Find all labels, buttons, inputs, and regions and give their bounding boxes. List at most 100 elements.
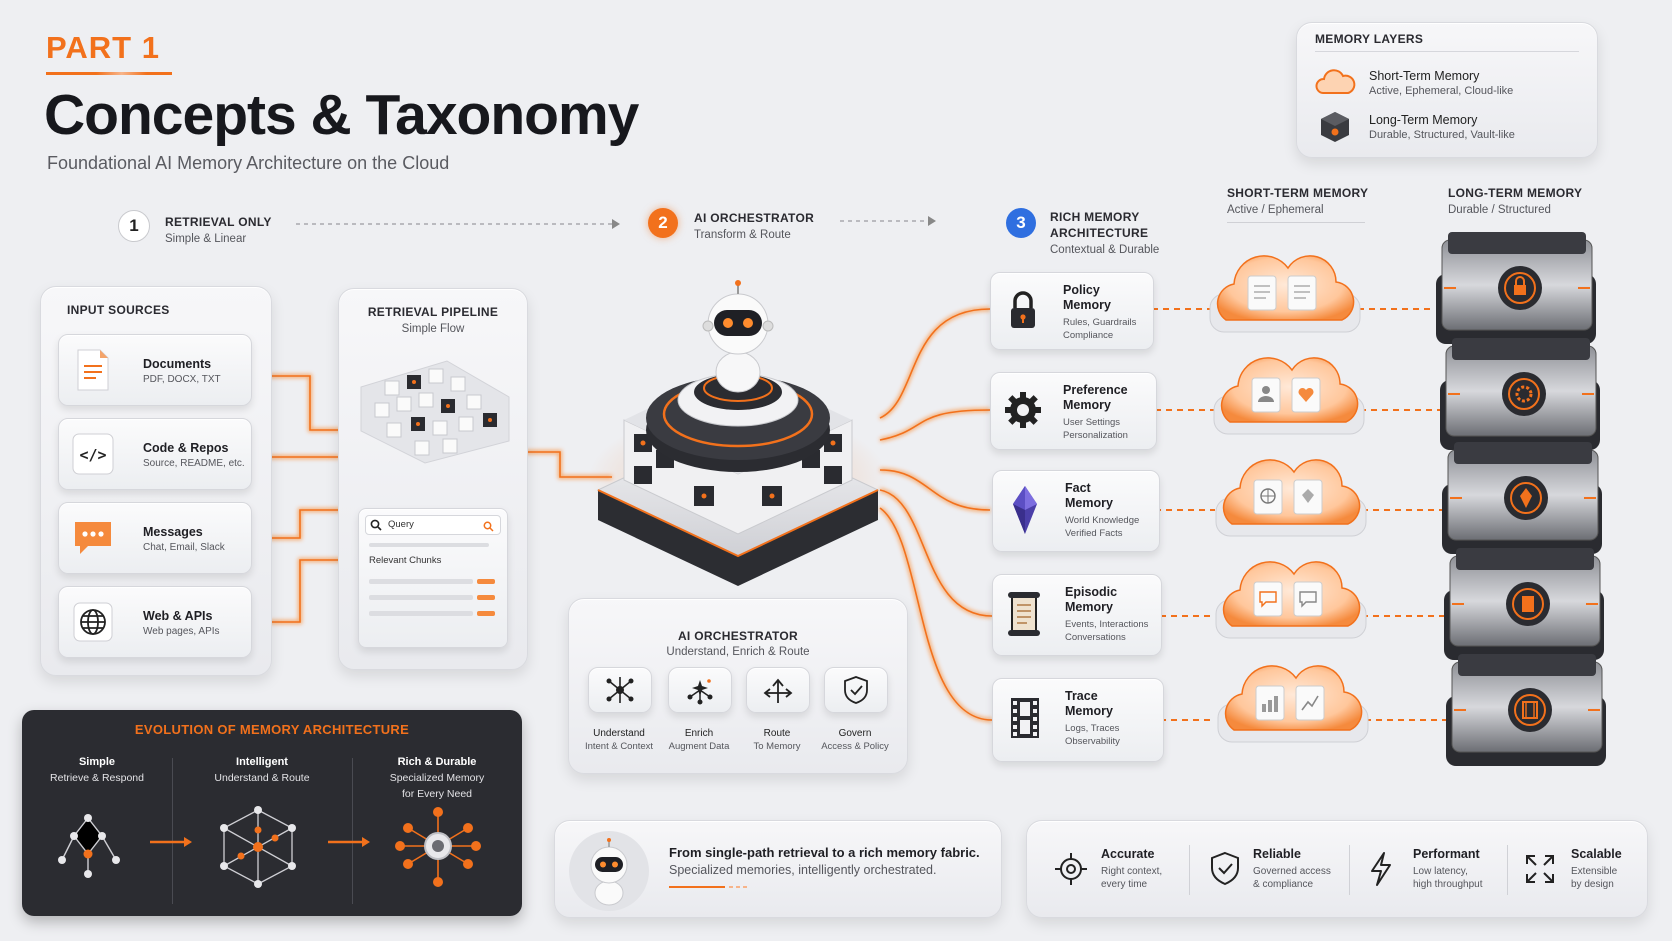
- crystal-icon: [1003, 481, 1047, 539]
- step-3-title-line2: ARCHITECTURE: [1050, 226, 1149, 240]
- orchestrator-govern[interactable]: [824, 667, 888, 713]
- long-term-header: LONG-TERM MEMORY: [1448, 186, 1583, 200]
- orchestrator-route[interactable]: [746, 667, 810, 713]
- film-icon: [1003, 691, 1047, 745]
- fact-name-line2: Memory: [1065, 496, 1113, 510]
- stage-simple-name: Simple: [78, 756, 116, 768]
- policy-desc-line1: Rules, Guardrails: [1063, 317, 1137, 328]
- evolution-title: EVOLUTION OF MEMORY ARCHITECTURE: [134, 722, 410, 737]
- network-icon: [589, 668, 651, 712]
- memory-card-fact[interactable]: Fact Memory World Knowledge Verified Fac…: [992, 470, 1160, 552]
- episodic-desc-line1: Events, Interactions: [1065, 619, 1149, 630]
- evolution-panel: EVOLUTION OF MEMORY ARCHITECTURE Simple …: [22, 710, 522, 916]
- policy-desc-line2: Compliance: [1063, 330, 1114, 341]
- step-2-title: AI ORCHESTRATOR: [694, 211, 815, 225]
- orchestrator-illustration: [588, 280, 888, 586]
- preference-name-line1: Preference: [1063, 383, 1128, 397]
- vault-fact: [1442, 442, 1602, 554]
- orchestrator-enrich[interactable]: [668, 667, 732, 713]
- policy-name-line2: Memory: [1063, 298, 1111, 312]
- route-name: Route: [763, 728, 791, 739]
- shield-icon: [1205, 849, 1245, 889]
- source-messages[interactable]: Messages Chat, Email, Slack: [58, 502, 252, 574]
- benefit-accurate-desc-line1: Right context,: [1101, 866, 1163, 877]
- orchestrator-understand[interactable]: [588, 667, 652, 713]
- preference-desc-line1: User Settings: [1063, 417, 1121, 428]
- vault-policy: [1436, 232, 1596, 344]
- summary-accent-dots: [729, 886, 747, 888]
- vault-trace: [1446, 654, 1606, 766]
- benefit-scalable-name: Scalable: [1571, 847, 1622, 861]
- lock-icon: [1001, 285, 1045, 335]
- search-input[interactable]: Query: [365, 515, 501, 535]
- orchestrator-sub: Understand, Enrich & Route: [666, 646, 810, 658]
- globe-icon: [71, 599, 115, 645]
- step-2-badge: 2: [648, 208, 678, 238]
- memory-layers-title: MEMORY LAYERS: [1315, 32, 1424, 46]
- benefit-performant-name: Performant: [1413, 847, 1480, 861]
- source-web[interactable]: Web & APIs Web pages, APIs: [58, 586, 252, 658]
- long-term-header-sub: Durable / Structured: [1448, 204, 1551, 216]
- benefit-reliable-desc-line1: Governed access: [1253, 866, 1331, 877]
- source-code[interactable]: </> Code & Repos Source, README, etc.: [58, 418, 252, 490]
- orchestrator-title: AI ORCHESTRATOR: [677, 629, 799, 643]
- sparkle-network-icon: [669, 668, 731, 712]
- benefit-divider: [1349, 845, 1350, 895]
- memory-card-preference[interactable]: Preference Memory User Settings Personal…: [990, 372, 1157, 450]
- query-bar: [369, 543, 489, 547]
- evolution-divider: [352, 758, 353, 904]
- benefit-divider: [1507, 845, 1508, 895]
- stage-rich-desc-line2: for Every Need: [401, 788, 473, 800]
- summary-sub: Specialized memories, intelligently orch…: [669, 863, 937, 877]
- source-documents-name: Documents: [143, 357, 212, 371]
- input-sources-title: INPUT SOURCES: [67, 303, 170, 317]
- chat-icon: [71, 515, 115, 561]
- query-box[interactable]: Query Relevant Chunks: [358, 508, 508, 648]
- chunk-row: [369, 611, 473, 616]
- page-title: Concepts & Taxonomy: [44, 83, 639, 147]
- benefit-scalable-desc-line2: by design: [1571, 879, 1614, 890]
- evolution-divider: [172, 758, 173, 904]
- memory-card-trace[interactable]: Trace Memory Logs, Traces Observability: [992, 678, 1164, 762]
- source-documents-desc: PDF, DOCX, TXT: [143, 374, 221, 385]
- legend-short-term-name: Short-Term Memory: [1369, 69, 1480, 83]
- search-go-icon: [483, 519, 494, 537]
- vault-preference: [1440, 338, 1600, 450]
- legend-long-term-name: Long-Term Memory: [1369, 113, 1478, 127]
- govern-desc: Access & Policy: [821, 741, 889, 752]
- episodic-name-line1: Episodic: [1065, 585, 1118, 599]
- gear-icon: [1001, 385, 1045, 435]
- source-messages-name: Messages: [143, 525, 203, 539]
- source-web-desc: Web pages, APIs: [143, 626, 220, 637]
- source-web-name: Web & APIs: [143, 609, 213, 623]
- legend-long-term-desc: Durable, Structured, Vault-like: [1369, 129, 1515, 141]
- chunk-row: [369, 579, 473, 584]
- benefit-accurate-name: Accurate: [1101, 847, 1155, 861]
- step-1-sub: Simple & Linear: [165, 233, 247, 245]
- bolt-icon: [1363, 849, 1399, 889]
- source-messages-desc: Chat, Email, Slack: [143, 542, 225, 553]
- summary-accent-line: [669, 886, 725, 888]
- route-desc: To Memory: [753, 741, 801, 752]
- fact-desc-line2: Verified Facts: [1065, 528, 1123, 539]
- cloud-policy: [1209, 255, 1361, 333]
- memory-card-episodic[interactable]: Episodic Memory Events, Interactions Con…: [992, 574, 1162, 656]
- query-label: Query: [388, 519, 414, 530]
- benefit-performant-desc-line1: Low latency,: [1413, 866, 1468, 877]
- robot-mascot-icon: [569, 831, 649, 911]
- chunk-row: [369, 595, 473, 600]
- cloud-episodic: [1215, 561, 1367, 639]
- trace-desc-line2: Observability: [1065, 736, 1120, 747]
- memory-card-policy[interactable]: Policy Memory Rules, Guardrails Complian…: [990, 272, 1154, 350]
- cloud-fact: [1215, 459, 1367, 537]
- chunk-highlight: [477, 579, 495, 584]
- memory-layers-legend: MEMORY LAYERS Short-Term Memory Active, …: [1296, 22, 1598, 158]
- simple-graph-icon: [61, 816, 117, 874]
- part-underline: [46, 72, 172, 75]
- scroll-icon: [1001, 585, 1047, 643]
- policy-name-line1: Policy: [1063, 283, 1100, 297]
- episodic-name-line2: Memory: [1065, 600, 1113, 614]
- source-documents[interactable]: Documents PDF, DOCX, TXT: [58, 334, 252, 406]
- chunk-highlight: [477, 611, 495, 616]
- step-3-badge: 3: [1006, 208, 1036, 238]
